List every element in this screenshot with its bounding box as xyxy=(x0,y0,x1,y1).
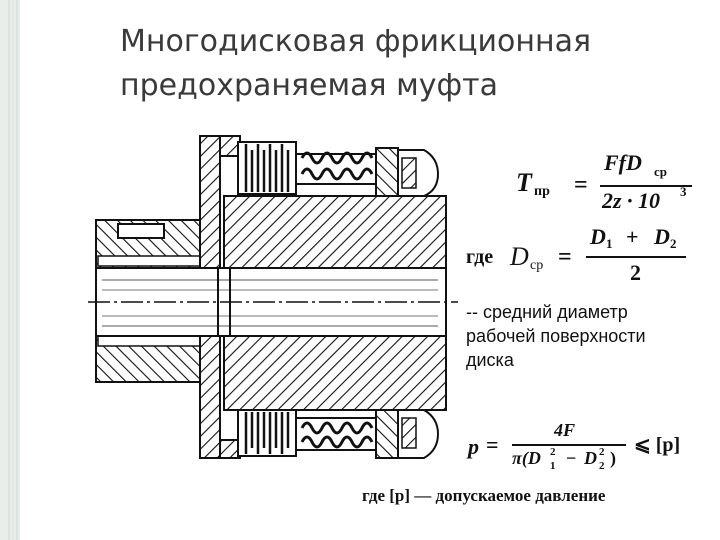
torque-fraction-bar xyxy=(600,185,692,187)
mean-diameter-term-b: D xyxy=(654,224,670,249)
pressure-fraction-bar xyxy=(512,444,626,446)
pressure-denominator-term-2: D xyxy=(584,448,597,468)
pressure-denominator-sub-1: 1 xyxy=(550,460,556,472)
slide-title: Многодисковая фрикционная предохраняемая… xyxy=(120,20,680,108)
decorative-side-band xyxy=(0,0,20,540)
adjusting-nut xyxy=(397,149,440,459)
pressure-numerator: 4F xyxy=(554,420,576,440)
pressure-formula: p = 4F π(D 1 2 − D 2 2 ) ⩽ [p] xyxy=(468,420,708,480)
torque-lhs: T xyxy=(516,168,532,197)
friction-disc-pack xyxy=(237,141,297,457)
torque-denominator: 2z · 10 xyxy=(602,188,661,213)
clutch-cross-section-drawing xyxy=(88,135,458,459)
housing-flange xyxy=(199,135,241,459)
pressure-denominator-sup-1: 2 xyxy=(550,446,556,458)
equals-sign: = xyxy=(558,244,572,270)
title-line-1: Многодисковая фрикционная xyxy=(120,24,592,59)
torque-formula: T пр = FfD ср 2z · 10 3 xyxy=(516,150,706,220)
torque-numerator: FfD xyxy=(604,150,642,175)
description-line-2: рабочей поверхности xyxy=(466,326,646,346)
mean-diameter-term-a: D xyxy=(590,224,606,249)
mean-diameter-lhs-subscript: ср xyxy=(530,258,544,273)
inner-hub xyxy=(223,195,447,411)
mean-diameter-lead-word: где xyxy=(466,246,494,268)
equals-sign: = xyxy=(574,172,588,198)
mean-diameter-term-b-subscript: 2 xyxy=(670,236,677,251)
pressure-relation: ⩽ [p] xyxy=(634,434,681,456)
description-line-3: диска xyxy=(466,350,514,370)
pressure-lhs: p xyxy=(468,434,479,459)
allowable-pressure-footnote: где [p] — допускаемое давление xyxy=(362,486,606,505)
minus-sign: − xyxy=(566,448,577,468)
pressure-denominator-close: ) xyxy=(610,448,616,468)
pressure-denominator-start: π(D xyxy=(512,448,541,468)
spring-assembly xyxy=(295,147,399,459)
pressure-denominator-sup-2: 2 xyxy=(599,446,605,458)
mean-diameter-description: -- средний диаметр рабочей поверхности д… xyxy=(466,300,716,372)
description-line-1: -- средний диаметр xyxy=(466,302,628,322)
mean-diameter-fraction-bar xyxy=(586,256,686,258)
torque-lhs-subscript: пр xyxy=(534,184,550,199)
equals-sign: = xyxy=(486,432,499,457)
mean-diameter-term-a-subscript: 1 xyxy=(606,236,613,251)
torque-denominator-exponent: 3 xyxy=(680,184,687,199)
title-line-2: предохраняемая муфта xyxy=(120,68,499,103)
torque-numerator-subscript: ср xyxy=(654,164,667,179)
pressure-denominator-sub-2: 2 xyxy=(599,460,605,472)
mean-diameter-formula: где D ср = D 1 + D 2 2 xyxy=(466,224,706,288)
mean-diameter-lhs: D xyxy=(510,242,529,271)
plus-sign: + xyxy=(626,224,639,249)
mean-diameter-denominator: 2 xyxy=(630,260,641,285)
